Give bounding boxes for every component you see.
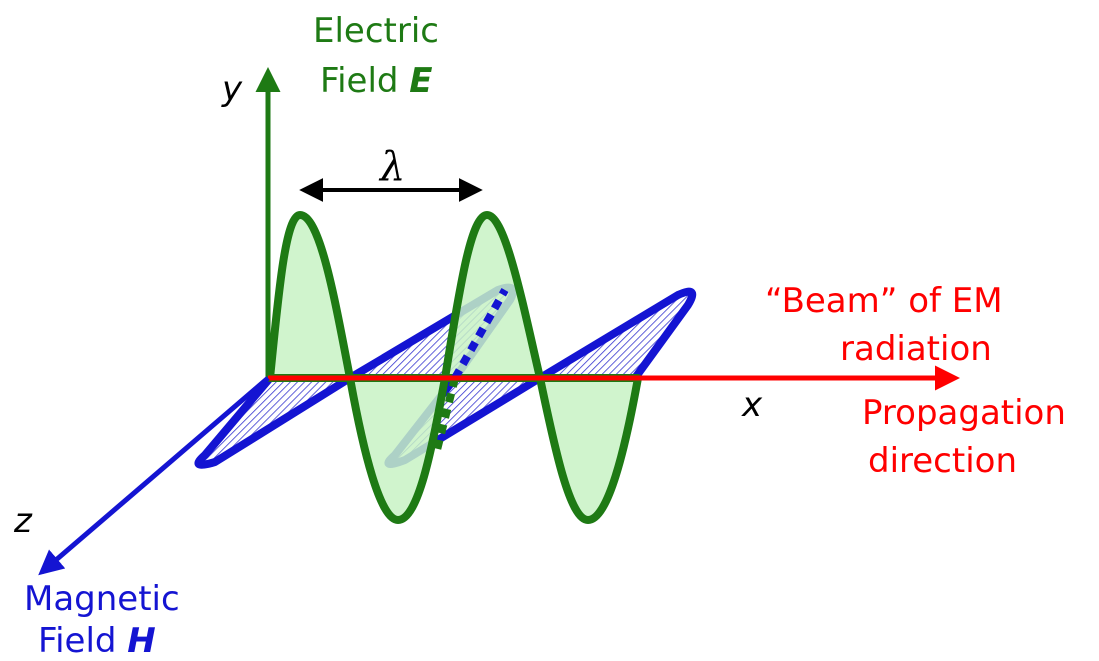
beam-label: “Beam” of EM radiation [765, 281, 1003, 369]
propagation-label-line2: direction [868, 441, 1017, 481]
electric-field-label: Electric Field E [313, 11, 439, 101]
wavelength-label: λ [378, 144, 405, 190]
axis-z-label: z [13, 501, 33, 541]
magnetic-hidden-segment [451, 288, 509, 380]
electric-hidden-segment [433, 377, 459, 451]
propagation-label: Propagation direction [862, 393, 1066, 481]
electric-label-line1: Electric [313, 11, 439, 51]
axis-y-label: y [221, 69, 243, 109]
beam-label-line2: radiation [840, 329, 992, 369]
axis-x-label: x [741, 385, 763, 425]
z-axis-arrow [38, 376, 270, 576]
magnetic-field-label: Magnetic Field H [24, 579, 180, 661]
magnetic-lobe-4 [536, 287, 697, 382]
magnetic-label-line2: Field H [38, 621, 156, 661]
propagation-label-line1: Propagation [862, 393, 1066, 433]
beam-label-line1: “Beam” of EM [765, 281, 1003, 321]
electric-label-line2: Field E [320, 61, 433, 101]
magnetic-lobe-1 [194, 374, 354, 469]
magnetic-label-line1: Magnetic [24, 579, 180, 619]
